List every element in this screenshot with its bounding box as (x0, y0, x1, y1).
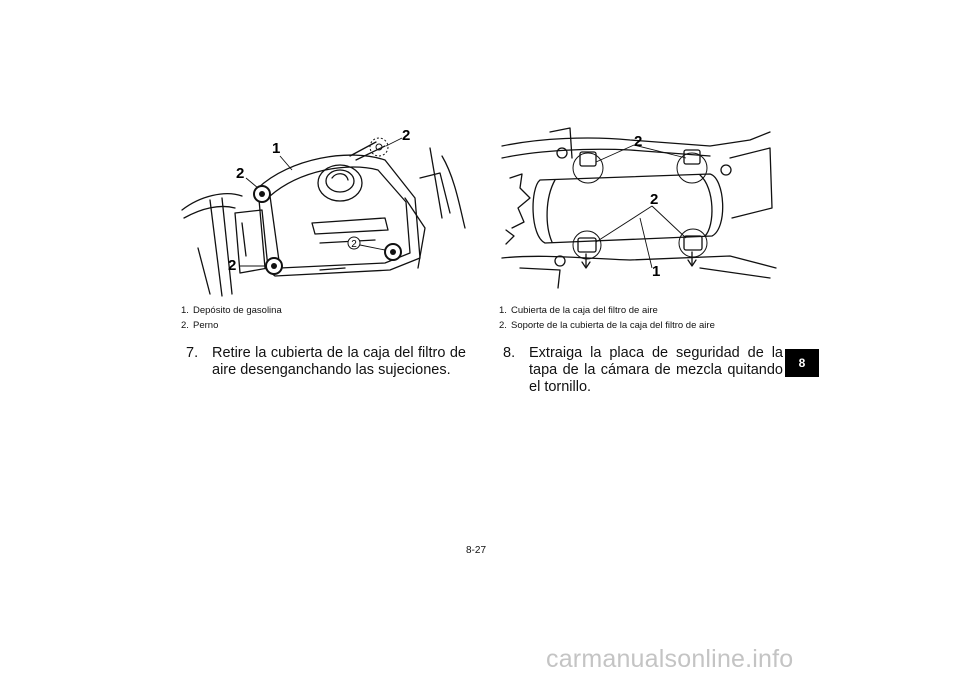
callout-bolt-circled: 2 (351, 239, 357, 250)
watermark: carmanualsonline.info (546, 645, 794, 673)
legend-item: 2.Soporte de la cubierta de la caja del … (499, 320, 715, 331)
callout-bolt-lower-left: 2 (228, 257, 236, 274)
callout-cover-holder-bottom: 2 (650, 191, 658, 208)
air-filter-case-illustration: 2 2 1 (501, 127, 777, 289)
callout-bolt-top: 2 (402, 127, 410, 144)
instruction-step-7: 7. Retire la cubierta de la caja del fil… (186, 345, 466, 379)
callout-fuel-tank: 1 (272, 140, 280, 157)
figure-legend-left: 1.Depósito de gasolina 2.Perno (181, 303, 282, 333)
callout-cover-holder-top: 2 (634, 133, 642, 150)
fuel-tank-illustration: 2 1 2 2 2 (181, 127, 466, 297)
section-tab: 8 (785, 349, 819, 377)
page-number: 8-27 (466, 545, 487, 556)
step-text: Retire la cubierta de la caja del filtro… (212, 345, 466, 378)
callout-cover: 1 (652, 263, 660, 280)
legend-item: 1.Cubierta de la caja del filtro de aire (499, 305, 658, 316)
instruction-step-8: 8. Extraiga la placa de seguridad de la … (503, 345, 783, 396)
legend-item: 1.Depósito de gasolina (181, 305, 282, 316)
step-number: 8. (503, 345, 516, 361)
figure-legend-right: 1.Cubierta de la caja del filtro de aire… (499, 303, 715, 333)
callout-bolt-upper-left: 2 (236, 165, 244, 182)
step-text: Extraiga la placa de seguridad de la tap… (529, 345, 783, 395)
step-number: 7. (186, 345, 199, 361)
legend-item: 2.Perno (181, 320, 219, 331)
